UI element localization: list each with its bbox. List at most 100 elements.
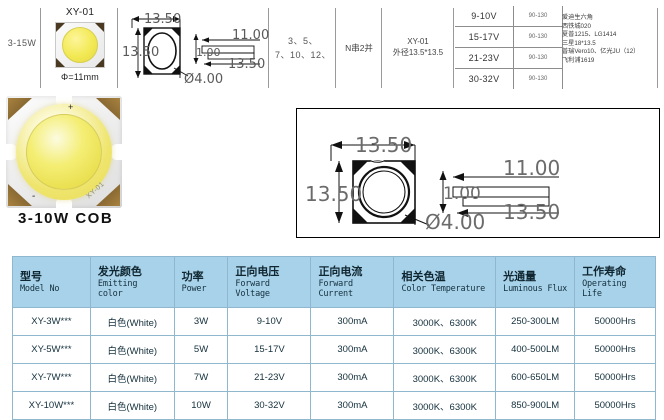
thumbnail-model-label: XY-01: [65, 7, 95, 18]
cell-flux: 600-650LM: [495, 363, 576, 392]
main-dwg-thickness-text: 1.00: [443, 184, 481, 204]
voltage-cell: 21-23V: [455, 47, 514, 69]
brand-item: 夏普1215、LG1414: [562, 31, 617, 39]
thumbnail-chip-image: [55, 22, 105, 68]
brand-item: 普瑞Vero10、亿光JU（12）: [562, 48, 640, 56]
header-emitting-color: 发光颜色 Emitting color: [89, 256, 175, 308]
small-technical-drawing: 13.50 13.50 Ø4.00 1.00 11.00 13.50: [122, 12, 269, 87]
notch-right: [111, 144, 123, 160]
thumbnail-phosphor-disc: [62, 27, 98, 63]
polarity-minus-mark: -: [32, 191, 36, 202]
model-name-text: XY-01: [407, 37, 429, 46]
cri-cell: 90-130: [513, 68, 563, 89]
main-technical-drawing: 13.50 13.50 Ø4.00 1.00 11.00 13.50: [305, 133, 560, 234]
divider-5: [381, 8, 382, 88]
thumbnail-pad-top-left: [56, 23, 65, 32]
header-power: 功率 Power: [173, 256, 229, 308]
divider-6: [453, 8, 454, 88]
thumbnail-diameter-label: Φ=11mm: [61, 72, 99, 82]
header-color-temperature: 相关色温 Color Temperature: [393, 256, 497, 308]
header-life-cn: 工作寿命: [582, 266, 627, 278]
cell-current: 300mA: [310, 391, 395, 420]
main-dwg-hole-text: Ø4.00: [425, 210, 485, 234]
divider-3: [268, 8, 269, 88]
cell-current: 300mA: [310, 363, 395, 392]
led-product-photo: + - XY-01: [5, 95, 123, 209]
cri-cell: 90-130: [513, 26, 563, 48]
thumbnail-pad-bottom-right: [95, 58, 104, 67]
cell-voltage: 30-32V: [227, 391, 312, 420]
header-voltage-cn: 正向电压: [235, 266, 280, 278]
solder-pad-top-right: [96, 98, 120, 120]
wattage-line-2: 7、10、12、: [274, 50, 332, 60]
header-power-en: Power: [181, 284, 207, 294]
header-color-en: Emitting color: [97, 279, 138, 299]
voltage-row: 15-17V 90-130: [455, 26, 660, 48]
cell-life: 50000Hrs: [574, 391, 656, 420]
cell-life: 50000Hrs: [574, 335, 656, 364]
header-color-cn: 发光颜色: [97, 266, 142, 278]
header-forward-voltage: 正向电压 Forward Voltage: [227, 256, 312, 308]
header-life-en: Operating Life: [582, 279, 627, 299]
header-operating-life: 工作寿命 Operating Life: [574, 256, 656, 308]
cell-temperature: 3000K、6300K: [393, 391, 497, 420]
divider-7: [657, 8, 658, 88]
brand-item: 三星18*13.5: [562, 39, 596, 47]
model-outer-dia-text: 外径13.5*13.5: [392, 48, 444, 57]
divider-1: [40, 8, 41, 88]
cell-color: 白色(White): [89, 391, 175, 420]
cell-power: 10W: [173, 391, 229, 420]
cell-model: XY-7W***: [12, 363, 91, 392]
cell-color: 白色(White): [89, 307, 175, 336]
main-dwg-topwidth-text: 11.00: [503, 156, 560, 180]
table-row: XY-10W*** 白色(White) 10W 30-32V 300mA 300…: [12, 391, 656, 420]
cell-flux: 250-300LM: [495, 307, 576, 336]
small-dwg-width-text: 13.50: [144, 12, 181, 27]
main-drawing-frame: 13.50 13.50 Ø4.00 1.00 11.00 13.50: [296, 108, 660, 238]
main-dwg-width-text: 13.50: [355, 133, 412, 157]
voltage-row: 21-23V 90-130: [455, 47, 660, 69]
small-dwg-topwidth-text: 11.00: [232, 28, 269, 43]
header-voltage-en: Forward Voltage: [235, 279, 270, 299]
top-specification-band: 3-15W XY-01 Φ=11mm: [0, 0, 664, 96]
cell-temperature: 3000K、6300K: [393, 307, 497, 336]
solder-pad-top-left: [8, 98, 32, 120]
voltage-cell: 9-10V: [455, 6, 514, 27]
table-row: XY-5W*** 白色(White) 5W 15-17V 300mA 3000K…: [12, 335, 656, 364]
cell-power: 7W: [173, 363, 229, 392]
small-dwg-hole-text: Ø4.00: [184, 72, 223, 87]
phosphor-emitter-disc: [26, 114, 102, 190]
header-luminous-flux: 光通量 Luminous Flux: [495, 256, 576, 308]
thumbnail-pad-top-right: [95, 23, 104, 32]
main-dwg-basewidth-text: 13.50: [503, 200, 560, 224]
voltage-row: 30-32V 90-130: [455, 68, 660, 89]
table-row: XY-3W*** 白色(White) 3W 9-10V 300mA 3000K、…: [12, 307, 656, 336]
cell-voltage: 15-17V: [227, 335, 312, 364]
voltage-row: 9-10V 90-130: [455, 6, 660, 27]
wattage-line-1: 3、5、: [287, 36, 318, 46]
cell-power: 5W: [173, 335, 229, 364]
chip-substrate: + - XY-01: [5, 95, 123, 209]
voltage-cell: 30-32V: [455, 68, 514, 89]
specification-table: 型号 Model No 发光颜色 Emitting color 功率 Power…: [12, 256, 656, 420]
cell-life: 50000Hrs: [574, 307, 656, 336]
cell-color: 白色(White): [89, 363, 175, 392]
header-model-en: Model No: [20, 284, 60, 294]
cell-temperature: 3000K、6300K: [393, 363, 497, 392]
wattage-options-label: 3、5、 7、10、12、: [272, 34, 334, 62]
cell-flux: 400-500LM: [495, 335, 576, 364]
header-flux-cn: 光通量: [503, 271, 537, 283]
cell-model: XY-5W***: [12, 335, 91, 364]
cell-life: 50000Hrs: [574, 363, 656, 392]
header-model-cn: 型号: [20, 271, 42, 283]
cell-color: 白色(White): [89, 335, 175, 364]
header-temp-cn: 相关色温: [401, 271, 446, 283]
header-flux-en: Luminous Flux: [503, 284, 568, 294]
thumbnail-pad-bottom-left: [56, 58, 65, 67]
main-dwg-height-text: 13.50: [305, 182, 362, 206]
cell-model: XY-3W***: [12, 307, 91, 336]
compatible-brand-list: 爱迪生六角 西铁城020 夏普1215、LG1414 三星18*13.5 普瑞V…: [562, 14, 662, 66]
table-row: XY-7W*** 白色(White) 7W 21-23V 300mA 3000K…: [12, 363, 656, 392]
cell-temperature: 3000K、6300K: [393, 335, 497, 364]
table-header-row: 型号 Model No 发光颜色 Emitting color 功率 Power…: [12, 256, 656, 308]
